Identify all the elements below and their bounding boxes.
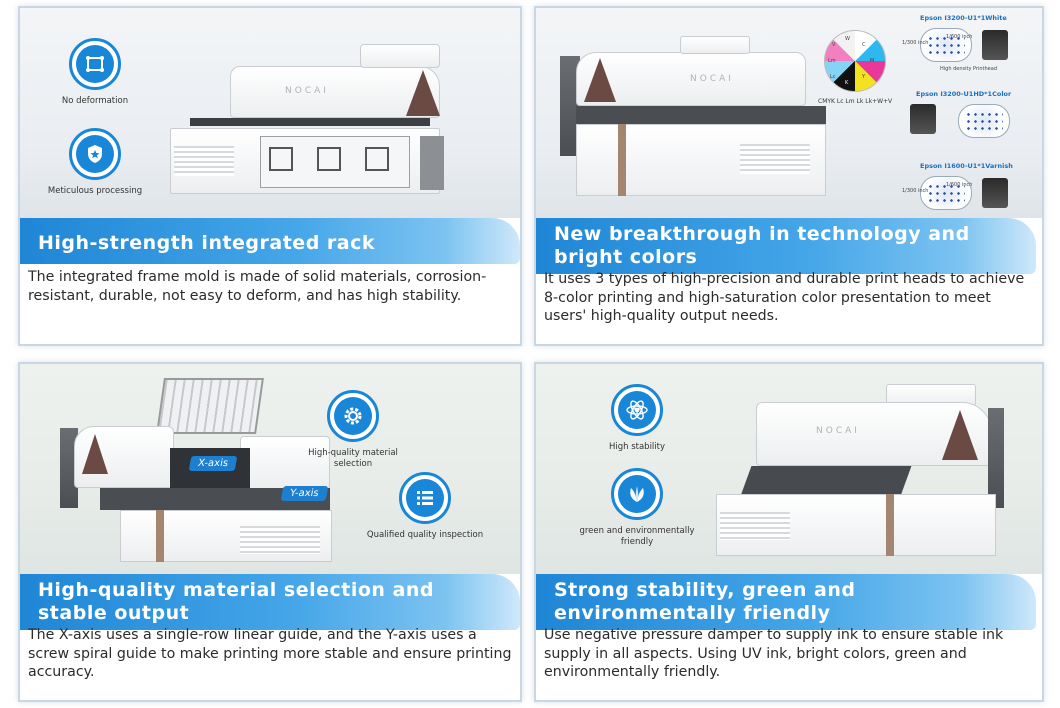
- feature-green-friendly: green and environmentally friendly: [572, 468, 702, 548]
- feature-quality-inspection: Qualified quality inspection: [360, 472, 490, 541]
- printhead-title-white: Epson I3200-U1*1White: [920, 14, 1007, 22]
- printhead-unit-image: [982, 178, 1008, 208]
- brand-mark: NOCAI: [285, 86, 329, 96]
- gear-icon: [327, 390, 379, 442]
- printhead-unit-image: [910, 104, 936, 134]
- section-title: High-strength integrated rack: [20, 218, 520, 264]
- section-title: Strong stability, green and environmenta…: [536, 574, 1036, 630]
- feature-high-quality-material: High-quality material selection: [288, 390, 418, 470]
- ink-color-wheel: [824, 30, 886, 92]
- nozzle-diagram: [920, 176, 972, 210]
- nozzle-diagram: [958, 104, 1010, 138]
- feature-label: Meticulous processing: [47, 186, 143, 196]
- feature-label: Qualified quality inspection: [366, 530, 484, 540]
- product-photo-technology: NOCAI W C M Y K Lc Lm V CMYK Lc Lm Lk Lk…: [536, 8, 1042, 218]
- resolution-label: 1/600 inch: [946, 34, 973, 40]
- uv-printer-image: NOCAI: [560, 36, 830, 206]
- feature-label: No deformation: [61, 96, 129, 106]
- feature-label: High stability: [608, 442, 666, 452]
- feature-high-stability: High stability: [572, 384, 702, 453]
- ink-label: Lc: [830, 74, 836, 80]
- product-photo-material: X-axis Y-axis High-quality material sele…: [20, 364, 520, 574]
- frame-icon: [69, 38, 121, 90]
- printhead-title-color: Epson I3200-U1HD*1Color: [916, 90, 1012, 98]
- section-title: New breakthrough in technology and brigh…: [536, 218, 1036, 274]
- section-description: The X-axis uses a single-row linear guid…: [28, 627, 512, 680]
- section-description: The integrated frame mold is made of sol…: [28, 269, 487, 304]
- product-photo-rack: No deformation Meticulous processing NOC…: [20, 8, 520, 218]
- ink-label: Lm: [828, 58, 836, 64]
- section-description: Use negative pressure damper to supply i…: [544, 627, 1004, 680]
- atom-heart-icon: [611, 384, 663, 436]
- ink-label: K: [845, 80, 849, 86]
- feature-no-deformation: No deformation: [30, 38, 160, 107]
- x-axis-label: X-axis: [188, 456, 238, 471]
- resolution-label: 1/300 inch: [902, 40, 929, 46]
- uv-printer-open-image: [60, 378, 340, 568]
- feature-meticulous-processing: Meticulous processing: [30, 128, 160, 197]
- feature-card-stability: High stability green and environmentally…: [534, 362, 1044, 702]
- section-description: It uses 3 types of high-precision and du…: [544, 271, 1025, 324]
- section-title: High-quality material selection and stab…: [20, 574, 520, 630]
- brand-mark: NOCAI: [816, 426, 860, 436]
- feature-card-material: X-axis Y-axis High-quality material sele…: [18, 362, 522, 702]
- ink-label: W: [845, 36, 850, 42]
- list-icon: [399, 472, 451, 524]
- printhead-unit-image: [982, 30, 1008, 60]
- feature-card-technology: NOCAI W C M Y K Lc Lm V CMYK Lc Lm Lk Lk…: [534, 6, 1044, 346]
- printhead-note: High density Printhead: [940, 66, 997, 72]
- resolution-label: 1/600 inch: [946, 182, 973, 188]
- ink-label: M: [870, 58, 875, 64]
- product-photo-stability: High stability green and environmentally…: [536, 364, 1042, 574]
- brand-mark: NOCAI: [690, 74, 734, 84]
- uv-printer-image: NOCAI: [706, 384, 1006, 564]
- ink-label: Y: [862, 74, 866, 80]
- feature-card-rack: No deformation Meticulous processing NOC…: [18, 6, 522, 346]
- uv-printer-frame-image: NOCAI: [170, 36, 470, 206]
- ink-label: V: [832, 42, 836, 48]
- printhead-title-varnish: Epson I1600-U1*1Varnish: [920, 162, 1013, 170]
- resolution-label: 1/300 inch: [902, 188, 929, 194]
- shield-star-icon: [69, 128, 121, 180]
- nozzle-diagram: [920, 28, 972, 62]
- ink-configuration: CMYK Lc Lm Lk Lk+W+V: [818, 98, 893, 105]
- feature-label: green and environmentally friendly: [579, 526, 695, 547]
- ink-label: C: [862, 42, 866, 48]
- leaf-icon: [611, 468, 663, 520]
- y-axis-label: Y-axis: [280, 486, 328, 501]
- feature-label: High-quality material selection: [308, 448, 398, 469]
